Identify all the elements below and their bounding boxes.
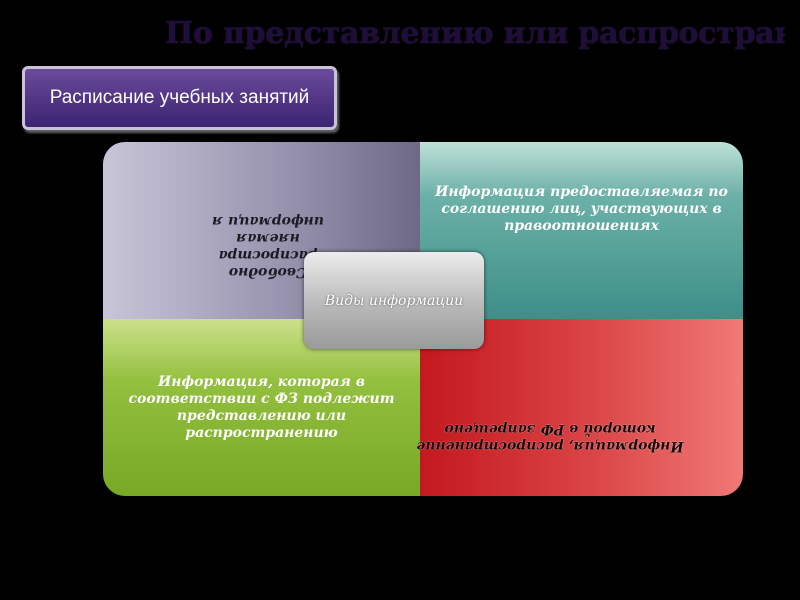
center-node: Виды информации xyxy=(304,252,484,349)
quadrant-prohibited-text: Информация, распространение которой в РФ… xyxy=(416,421,684,454)
center-node-label: Виды информации xyxy=(324,292,464,309)
quadrant-by-federal-law-text: Информация, которая в соответствии с ФЗ … xyxy=(128,374,395,441)
information-types-diagram: Свободно распростра няемая информаци я И… xyxy=(103,142,743,496)
schedule-label: Расписание учебных занятий xyxy=(49,87,310,108)
slide-title: По представлению или распространению xyxy=(165,16,785,51)
quadrant-by-agreement-text: Информация предоставляемая по соглашению… xyxy=(435,184,728,234)
schedule-button[interactable]: Расписание учебных занятий xyxy=(22,66,337,130)
